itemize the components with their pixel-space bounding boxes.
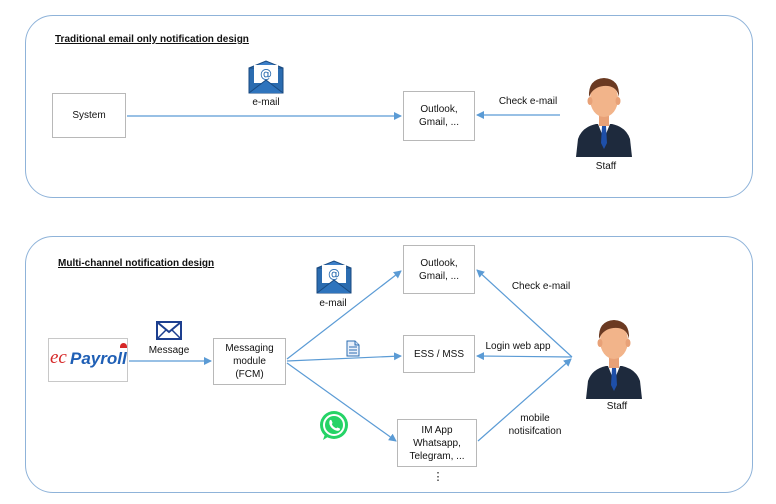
svg-text:@: @	[260, 67, 272, 81]
messaging-module-box: Messaging module (FCM)	[213, 338, 286, 385]
login-web-app-label: Login web app	[485, 341, 551, 352]
multichannel-design-panel	[25, 236, 753, 493]
top-staff-label: Staff	[595, 161, 617, 172]
im-app-box: IM App Whatsapp, Telegram, ...	[397, 419, 477, 467]
arrow-module-to-ess	[286, 352, 402, 362]
multichannel-design-title: Multi-channel notification design	[58, 258, 215, 269]
message-label: Message	[148, 345, 190, 356]
more-channels-ellipsis: ⋮	[432, 471, 444, 483]
arrow-staff-to-ess	[476, 352, 573, 361]
bottom-email-envelope-icon: @	[316, 260, 352, 294]
svg-text:@: @	[328, 267, 340, 281]
document-icon	[346, 340, 360, 357]
email-envelope-icon: @	[248, 60, 284, 94]
arrow-module-to-im	[286, 362, 397, 442]
bottom-mail-client-box: Outlook, Gmail, ...	[403, 245, 475, 294]
staff-person-icon	[576, 78, 632, 157]
traditional-design-panel	[25, 15, 753, 198]
logo-word: Payroll	[70, 349, 127, 368]
top-check-email-label: Check e-mail	[498, 96, 558, 107]
ess-mss-box: ESS / MSS	[403, 335, 475, 373]
bottom-check-email-label: Check e-mail	[511, 281, 571, 292]
system-box: System	[52, 93, 126, 138]
bottom-staff-person-icon	[586, 320, 642, 399]
traditional-design-title: Traditional email only notification desi…	[55, 34, 249, 45]
top-mail-client-box: Outlook, Gmail, ...	[403, 91, 475, 141]
logo-hat-icon	[120, 343, 127, 348]
arrow-im-to-staff	[477, 358, 572, 442]
arrow-module-to-mail	[286, 270, 402, 360]
bottom-staff-label: Staff	[606, 401, 628, 412]
whatsapp-icon	[320, 411, 348, 440]
bottom-email-label: e-mail	[319, 298, 347, 309]
arrow-staff-to-mail-b	[476, 269, 573, 358]
logo-prefix: ec	[50, 347, 67, 368]
top-email-label: e-mail	[252, 97, 280, 108]
envelope-icon	[156, 321, 182, 340]
mobile-notification-label: mobile notisifcation	[508, 413, 562, 437]
ecpayroll-logo: ec Payroll	[48, 338, 128, 382]
